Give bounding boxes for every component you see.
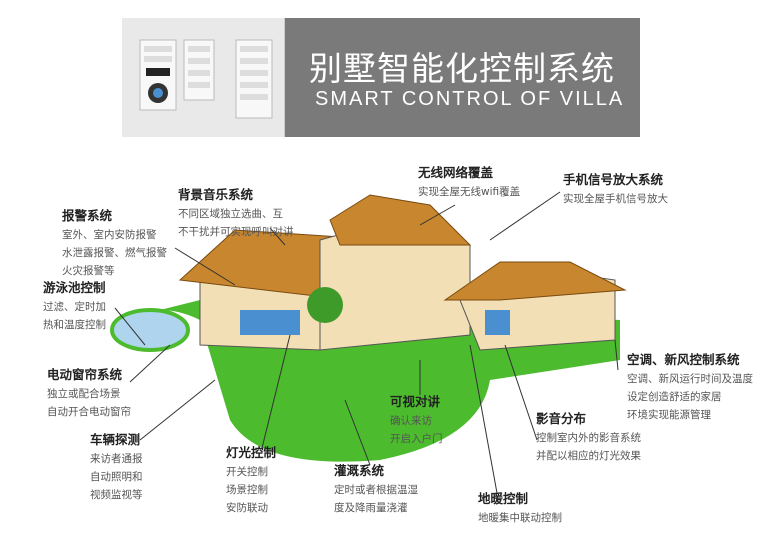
label-line: 实现全屋无线wifi覆盖 xyxy=(418,186,521,198)
label-title: 游泳池控制 xyxy=(43,280,106,295)
title-banner: 别墅智能化控制系统 SMART CONTROL OF VILLA xyxy=(285,18,640,137)
label-floor-heating: 地暖控制 地暖集中联动控制 xyxy=(478,489,562,527)
label-line: 独立或配合场景 xyxy=(47,388,121,400)
label-line: 度及降雨量浇灌 xyxy=(334,502,408,514)
roof-center xyxy=(329,194,472,246)
label-line: 不干扰并可实现呼叫对讲 xyxy=(178,226,294,238)
label-vehicle-detection: 车辆探测 来访者通报 自动照明和 视频监视等 xyxy=(90,430,143,504)
label-line: 来访者通报 xyxy=(90,453,143,465)
control-panel-icon xyxy=(139,39,273,119)
label-line: 火灾报警等 xyxy=(62,265,115,277)
label-title: 灯光控制 xyxy=(226,445,277,460)
label-mobile-signal: 手机信号放大系统 实现全屋手机信号放大 xyxy=(563,170,668,208)
title-en: SMART CONTROL OF VILLA xyxy=(315,88,625,110)
label-title: 车辆探测 xyxy=(90,432,141,447)
label-line: 并配以相应的灯光效果 xyxy=(536,450,641,462)
leader-lines xyxy=(114,191,619,494)
label-line: 开启入户门 xyxy=(390,433,443,445)
label-title: 电动窗帘系统 xyxy=(47,367,123,382)
label-line: 视频监视等 xyxy=(90,489,143,501)
label-line: 安防联动 xyxy=(226,502,268,514)
tree xyxy=(307,287,343,323)
label-title: 可视对讲 xyxy=(390,394,441,409)
label-title: 地暖控制 xyxy=(478,491,529,506)
label-title: 背景音乐系统 xyxy=(178,187,254,202)
label-curtain: 电动窗帘系统 独立或配合场景 自动开合电动窗帘 xyxy=(47,365,131,421)
label-line: 空调、新风运行时间及温度 xyxy=(627,373,753,385)
label-av-distribution: 影音分布 控制室内外的影音系统 并配以相应的灯光效果 xyxy=(536,409,641,465)
label-title: 手机信号放大系统 xyxy=(563,172,664,187)
title-cn: 别墅智能化控制系统 xyxy=(309,49,615,88)
roof-right xyxy=(443,261,627,301)
label-line: 地暖集中联动控制 xyxy=(478,512,562,524)
label-lighting: 灯光控制 开关控制 场景控制 安防联动 xyxy=(226,443,276,517)
label-line: 定时或者根据温湿 xyxy=(334,484,418,496)
label-title: 空调、新风控制系统 xyxy=(627,352,740,367)
label-line: 热和温度控制 xyxy=(43,319,106,331)
label-line: 开关控制 xyxy=(226,466,268,478)
label-title: 报警系统 xyxy=(62,208,113,223)
label-title: 灌溉系统 xyxy=(334,463,385,478)
window xyxy=(485,310,510,335)
label-line: 自动照明和 xyxy=(90,471,143,483)
label-line: 确认来访 xyxy=(390,415,432,427)
label-line: 场景控制 xyxy=(226,484,268,496)
label-irrigation: 灌溉系统 定时或者根据温湿 度及降雨量浇灌 xyxy=(334,461,418,517)
label-line: 水泄露报警、燃气报警 xyxy=(62,247,167,259)
control-panel-image xyxy=(122,18,285,137)
label-wifi: 无线网络覆盖 实现全屋无线wifi覆盖 xyxy=(418,163,520,201)
window xyxy=(240,310,300,335)
label-line: 不同区域独立选曲、互 xyxy=(178,208,283,220)
label-line: 设定创造舒适的家居 xyxy=(627,391,722,403)
label-line: 环境实现能源管理 xyxy=(627,409,711,421)
label-title: 影音分布 xyxy=(536,411,587,426)
label-line: 自动开合电动窗帘 xyxy=(47,406,131,418)
label-background-music: 背景音乐系统 不同区域独立选曲、互 不干扰并可实现呼叫对讲 xyxy=(178,185,294,241)
label-line: 室外、室内安防报警 xyxy=(62,229,157,241)
label-hvac: 空调、新风控制系统 空调、新风运行时间及温度 设定创造舒适的家居 环境实现能源管… xyxy=(627,350,753,424)
label-line: 实现全屋手机信号放大 xyxy=(563,193,668,205)
pool xyxy=(110,308,190,352)
label-pool-control: 游泳池控制 过滤、定时加 热和温度控制 xyxy=(43,278,106,334)
label-line: 过滤、定时加 xyxy=(43,301,106,313)
label-intercom: 可视对讲 确认来访 开启入户门 xyxy=(390,392,443,448)
label-title: 无线网络覆盖 xyxy=(418,165,494,180)
label-alarm-system: 报警系统 室外、室内安防报警 水泄露报警、燃气报警 火灾报警等 xyxy=(62,206,167,280)
label-line: 控制室内外的影音系统 xyxy=(536,432,641,444)
